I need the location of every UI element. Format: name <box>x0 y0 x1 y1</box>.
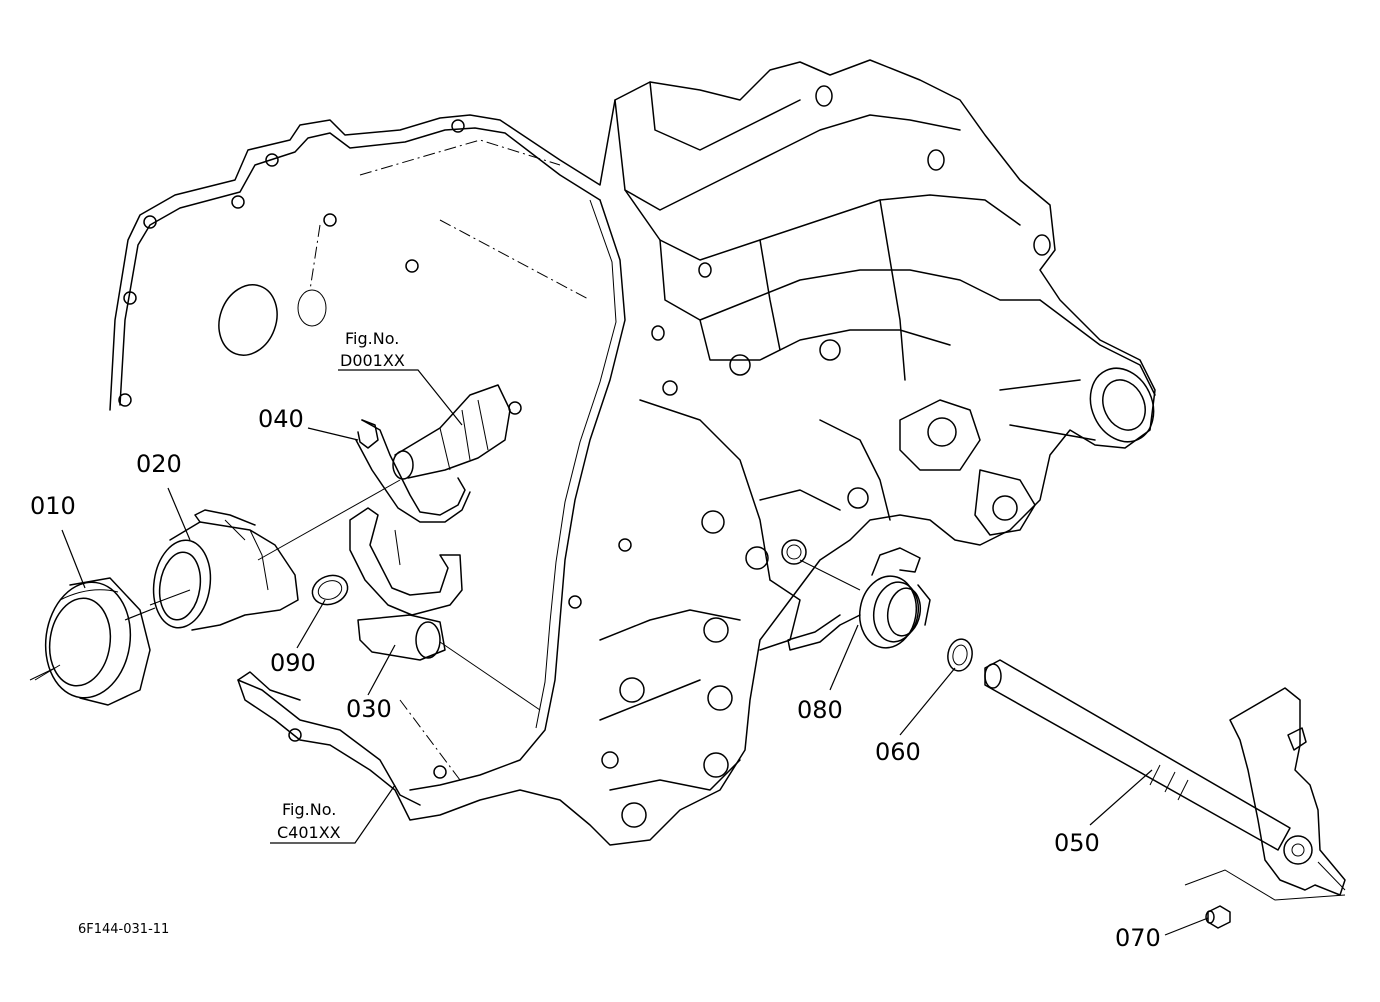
transmission-housing <box>109 59 1156 846</box>
label-010[interactable]: 010 <box>30 492 76 520</box>
fig-ref-title-1: Fig.No. <box>345 329 399 348</box>
housing-bosses <box>601 510 807 828</box>
figure-reference-c401xx[interactable]: Fig.No. C401XX <box>277 800 341 842</box>
spring-clip-040 <box>355 419 471 523</box>
label-070[interactable]: 070 <box>1115 924 1161 952</box>
label-090[interactable]: 090 <box>270 649 316 677</box>
figure-reference-d001xx[interactable]: Fig.No. D001XX <box>340 329 405 370</box>
seal-010 <box>34 577 151 706</box>
flange-bolt-holes <box>118 119 632 779</box>
leader-lines <box>29 369 1209 936</box>
part-number-labels: 010 020 040 090 030 080 060 050 070 <box>30 405 1161 952</box>
label-020[interactable]: 020 <box>136 450 182 478</box>
shaft-lever-050 <box>984 659 1346 901</box>
output-tube <box>999 299 1156 443</box>
o-ring-060 <box>947 638 973 672</box>
grease-nipple-070 <box>1205 905 1231 929</box>
fig-ref-code-1: D001XX <box>340 351 405 370</box>
release-fork-030 <box>349 507 463 661</box>
torsion-spring-080 <box>787 547 931 651</box>
label-060[interactable]: 060 <box>875 738 921 766</box>
circlip-090 <box>311 574 349 606</box>
input-shaft <box>392 384 511 480</box>
label-030[interactable]: 030 <box>346 695 392 723</box>
label-040[interactable]: 040 <box>258 405 304 433</box>
fig-ref-code-2: C401XX <box>277 823 341 842</box>
fig-ref-title-2: Fig.No. <box>282 800 336 819</box>
label-080[interactable]: 080 <box>797 696 843 724</box>
release-sleeve-020 <box>152 509 299 631</box>
drawing-code: 6F144-031-11 <box>78 922 169 937</box>
label-050[interactable]: 050 <box>1054 829 1100 857</box>
